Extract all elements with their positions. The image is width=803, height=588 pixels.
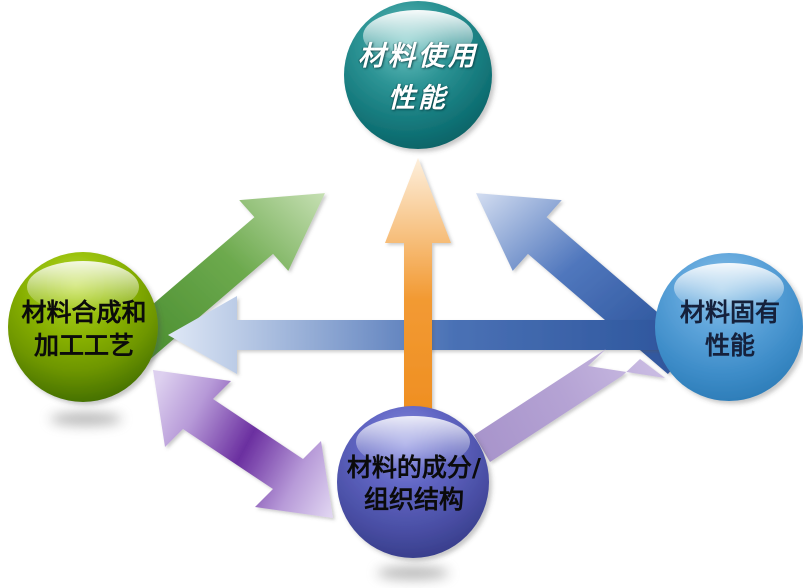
shadow-left-sphere (50, 412, 122, 426)
arrow-structure-to-performance (385, 158, 451, 420)
node-properties-gloss (674, 263, 784, 313)
node-performance[interactable] (344, 1, 492, 149)
node-synthesis-gloss (27, 261, 139, 313)
node-performance-gloss (363, 10, 473, 62)
node-properties[interactable] (655, 253, 803, 401)
arrow-synthesis-structure-double (153, 370, 333, 518)
sphere-ground-shadows (50, 412, 449, 580)
arrow-synthesis-to-performance (105, 193, 325, 374)
arrow-structure-to-properties (474, 349, 665, 462)
node-structure-gloss (356, 416, 470, 468)
shadow-bottom-sphere (377, 566, 449, 580)
node-synthesis[interactable] (8, 252, 158, 402)
node-structure[interactable] (337, 406, 489, 558)
